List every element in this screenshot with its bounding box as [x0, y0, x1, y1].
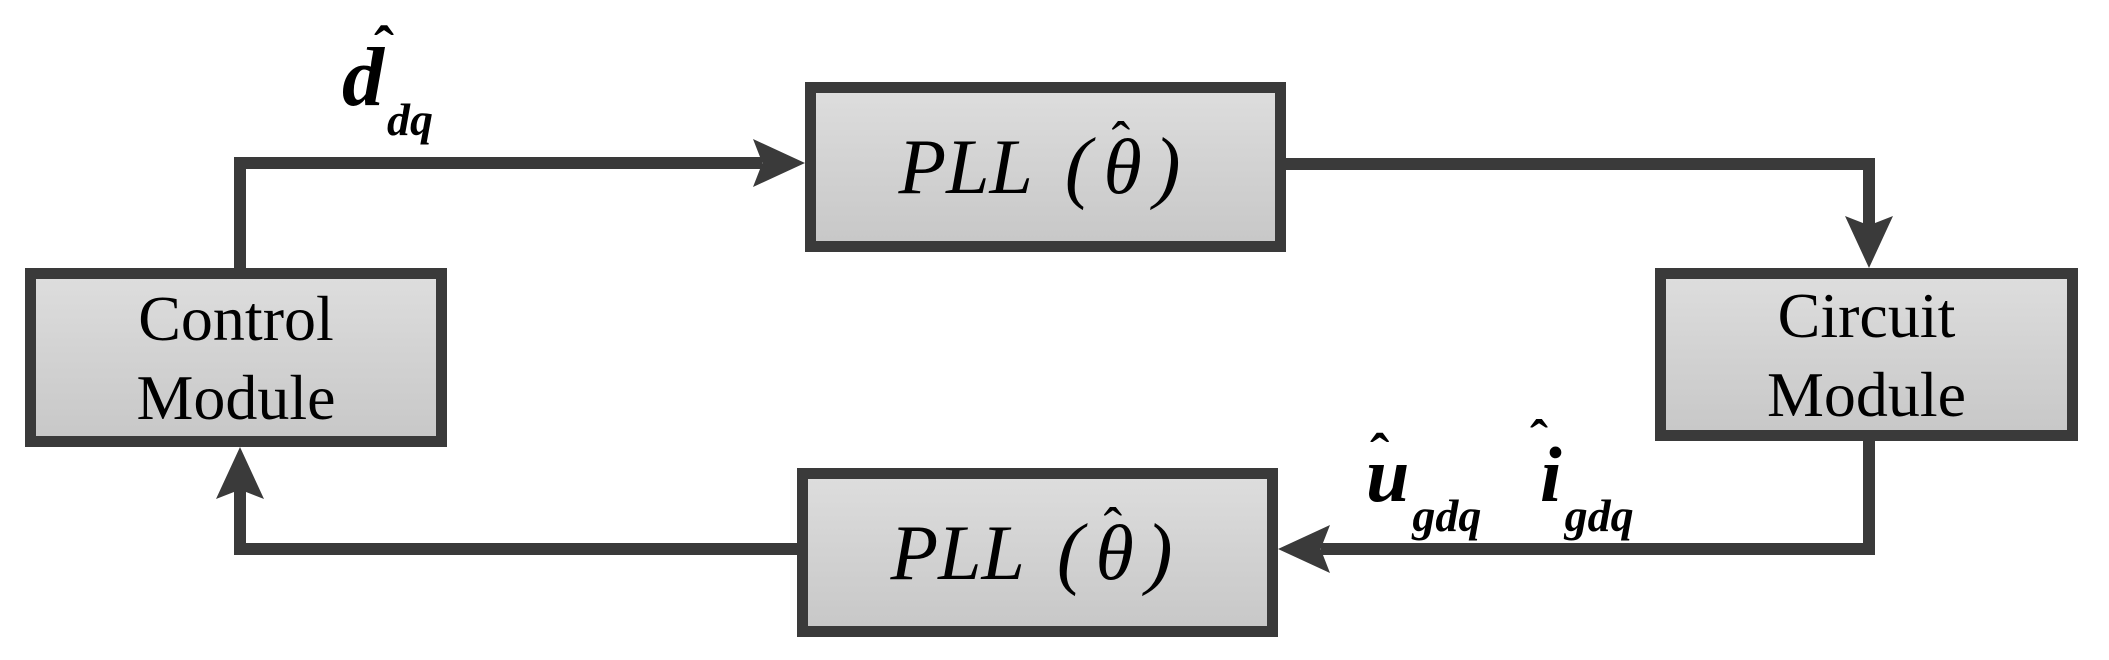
signal-u-hat-accent: ˆ — [1370, 422, 1390, 487]
pll-top-name: PLL — [898, 123, 1033, 210]
wire-circuit-bottom-vertical — [1863, 441, 1875, 555]
circuit-module-label-line2: Module — [1766, 358, 1967, 430]
circuit-module-box: Circuit Module — [1655, 268, 2078, 441]
wire-top-left-horizontal — [234, 157, 762, 169]
signal-d-hat-accent: ˆ — [374, 15, 394, 81]
wire-bottom-right-horizontal — [1321, 543, 1875, 555]
pll-bottom-label: PLL ( θ ˆ ) — [890, 500, 1184, 597]
wire-control-top-vertical — [234, 157, 246, 268]
pll-bottom-box: PLL ( θ ˆ ) — [797, 468, 1278, 637]
control-module-label-line2: Module — [136, 361, 336, 433]
pll-top-theta: θ — [1103, 123, 1142, 210]
signal-d-subscript: dq — [387, 94, 433, 145]
signal-d-base: d ˆ — [342, 15, 394, 124]
pll-bottom-close-paren: ) — [1145, 508, 1173, 597]
pll-top-theta-hat: θ ˆ — [1104, 114, 1142, 206]
pll-bottom-theta: θ — [1095, 508, 1134, 596]
signal-i-base: i ˆ — [1530, 409, 1562, 518]
signal-i-subscript: gdq — [1564, 490, 1634, 541]
control-module-box: Control Module — [25, 268, 447, 447]
circuit-module-label-line1: Circuit — [1777, 279, 1956, 351]
wire-bottom-left-horizontal — [234, 543, 797, 555]
pll-bottom-hat-accent: ˆ — [1103, 496, 1123, 559]
signal-u-subscript: gdq — [1412, 490, 1482, 541]
pll-top-label: PLL ( θ ˆ ) — [898, 114, 1192, 211]
pll-top-close-paren: ) — [1153, 123, 1181, 211]
control-module-label-line1: Control — [138, 282, 334, 354]
wire-top-right-horizontal — [1286, 158, 1875, 170]
signal-i-hat-accent: ˆ — [1530, 409, 1548, 469]
pll-bottom-open-paren: ( — [1056, 508, 1084, 597]
signal-u-base: u ˆ — [1366, 422, 1410, 518]
pll-top-hat-accent: ˆ — [1111, 111, 1131, 173]
signal-label-d-dq: d ˆ dq — [342, 15, 433, 143]
pll-bottom-theta-hat: θ ˆ — [1096, 500, 1134, 592]
wire-control-bottom-vertical — [234, 488, 246, 555]
pll-top-open-paren: ( — [1064, 123, 1092, 211]
pll-top-box: PLL ( θ ˆ ) — [805, 82, 1286, 252]
signal-label-u-gdq: u ˆ gdq — [1366, 422, 1481, 539]
pll-bottom-name: PLL — [890, 508, 1025, 596]
signal-label-i-gdq: i ˆ gdq — [1530, 409, 1634, 539]
wire-circuit-top-vertical — [1863, 158, 1875, 228]
